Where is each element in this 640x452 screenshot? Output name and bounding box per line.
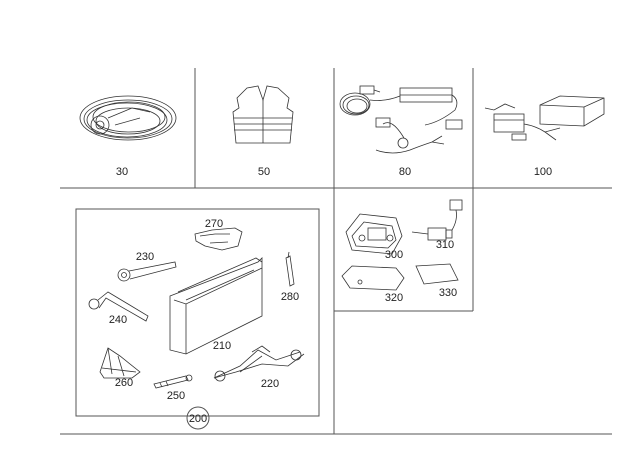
part-number-200: 200 (189, 413, 207, 425)
part-number-260: 260 (115, 377, 133, 389)
screwdriver-icon[interactable] (285, 251, 295, 287)
scissor-jack-icon[interactable] (213, 345, 305, 382)
grid-lines (60, 68, 612, 435)
wheel-rod-icon[interactable] (88, 291, 149, 322)
part-number-310: 310 (436, 239, 454, 251)
lug-wrench-icon[interactable] (117, 261, 177, 282)
part-number-270: 270 (205, 218, 223, 230)
part-number-50: 50 (258, 166, 270, 178)
wheel-chock-icon[interactable] (99, 347, 141, 379)
kit-callout-200[interactable]: 200 (186, 406, 210, 430)
part-number-30: 30 (116, 166, 128, 178)
towing-eye-icon[interactable] (153, 374, 193, 389)
part-number-80: 80 (399, 166, 411, 178)
portable-charger-icon[interactable] (345, 213, 403, 255)
part-number-100: 100 (534, 166, 552, 178)
battery-charger-icon[interactable] (484, 95, 605, 141)
part-number-330: 330 (439, 287, 457, 299)
part-number-320: 320 (385, 292, 403, 304)
part-number-220: 220 (261, 378, 279, 390)
storage-tray-icon[interactable] (169, 257, 263, 355)
floor-mat-icon[interactable] (341, 265, 405, 291)
gloves-icon[interactable] (194, 227, 243, 251)
part-number-230: 230 (136, 251, 154, 263)
tow-rope-icon[interactable] (79, 95, 177, 141)
part-number-210: 210 (213, 340, 231, 352)
part-number-300: 300 (385, 249, 403, 261)
charging-adapter-icon[interactable] (411, 199, 463, 241)
cloth-icon[interactable] (415, 263, 459, 285)
part-number-280: 280 (281, 291, 299, 303)
safety-vest-icon[interactable] (232, 85, 294, 144)
part-number-250: 250 (167, 390, 185, 402)
part-number-240: 240 (109, 314, 127, 326)
charging-cable-icon[interactable] (339, 85, 463, 154)
